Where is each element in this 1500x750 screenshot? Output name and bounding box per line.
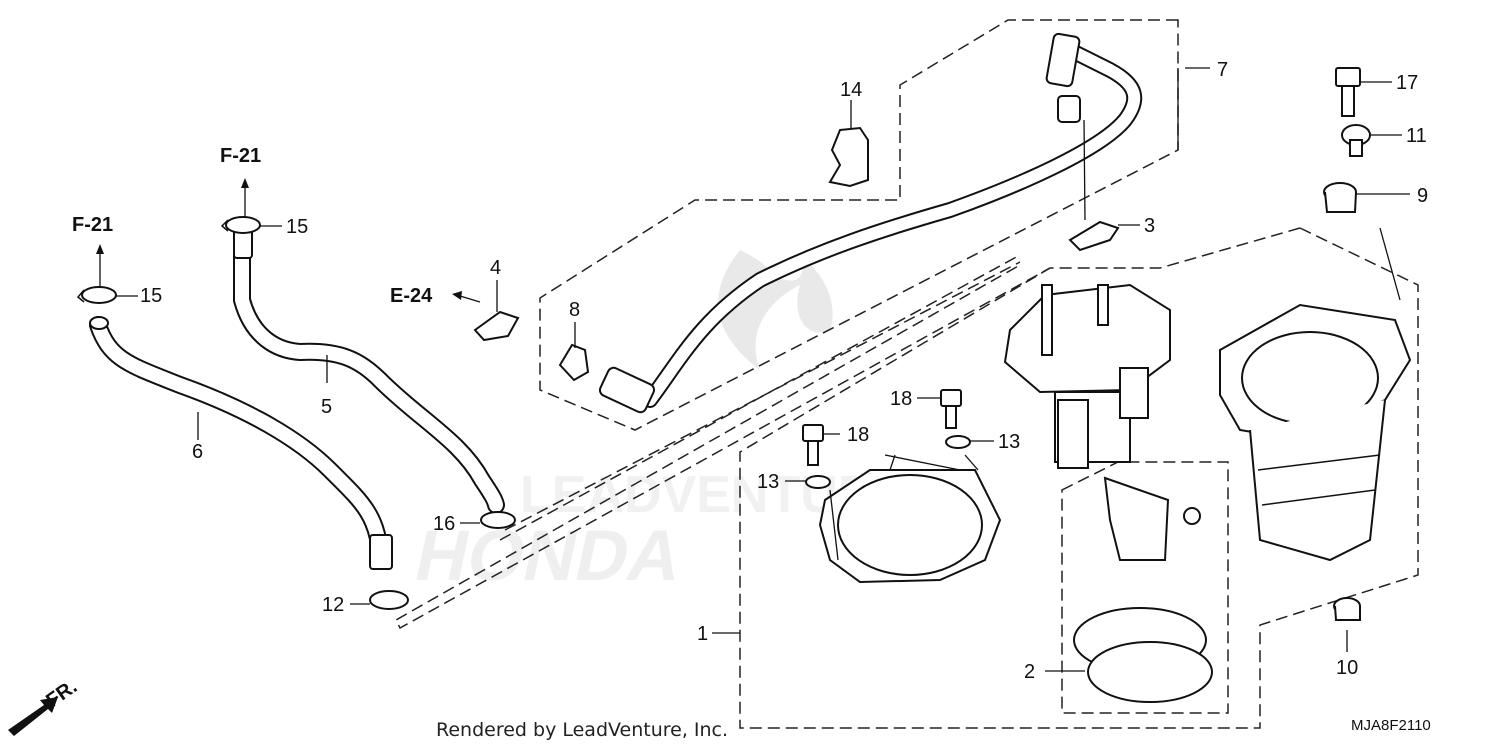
kit-group-outline xyxy=(1061,461,1229,714)
washer-13-left xyxy=(805,475,831,489)
fuel-pump-unit xyxy=(1003,283,1171,469)
callout-14: 14 xyxy=(840,79,862,101)
callout-6: 6 xyxy=(192,441,203,463)
callout-2: 2 xyxy=(1024,661,1035,683)
guide-line-16b xyxy=(504,261,1021,531)
guide-line-16 xyxy=(499,254,1021,541)
bolt-18-right xyxy=(940,389,962,429)
grommet-9 xyxy=(1323,182,1357,213)
front-direction-arrow: FR. xyxy=(8,676,81,736)
gasket xyxy=(818,469,1002,584)
group-outlines xyxy=(395,19,1419,729)
callout-5: 5 xyxy=(321,396,332,418)
callouts: 1 2 3 4 5 6 7 8 9 10 11 12 13 13 14 15 1… xyxy=(140,59,1428,683)
clamp-15-right xyxy=(220,216,261,234)
callout-15-right: 15 xyxy=(286,216,308,238)
clamp-16 xyxy=(480,511,516,529)
fuel-line-group-outline xyxy=(539,19,1179,431)
reference-labels: F-21 F-21 E-24 xyxy=(72,145,433,307)
callout-3: 3 xyxy=(1144,215,1155,237)
filter-kit xyxy=(1073,476,1213,703)
pump-group-outline-upper xyxy=(395,227,1301,630)
callout-18-right: 18 xyxy=(890,388,912,410)
callout-8: 8 xyxy=(569,299,580,321)
hose-5 xyxy=(233,223,505,514)
ref-f21-right: F-21 xyxy=(220,145,261,167)
watermark: LEADVENTURE HONDA xyxy=(408,250,910,596)
clip-14 xyxy=(828,126,869,188)
callout-9: 9 xyxy=(1417,185,1428,207)
callout-7: 7 xyxy=(1217,59,1228,81)
callout-18-left: 18 xyxy=(847,424,869,446)
diagram-code: MJA8F2110 xyxy=(1351,717,1431,734)
watermark-make: HONDA xyxy=(408,516,689,596)
callout-17: 17 xyxy=(1396,72,1418,94)
ref-f21-left: F-21 xyxy=(72,214,113,236)
bolt-17 xyxy=(1335,67,1361,117)
clip-4 xyxy=(473,310,520,342)
render-credit: Rendered by LeadVenture, Inc. xyxy=(436,719,729,741)
bolt-18-left xyxy=(802,424,824,466)
washer-13-right xyxy=(945,435,971,449)
fuel-line-7 xyxy=(598,32,1143,414)
callout-1: 1 xyxy=(697,623,708,645)
pump-group-outline xyxy=(739,227,1419,729)
callout-11: 11 xyxy=(1406,125,1427,147)
hose-6 xyxy=(89,316,393,570)
holder-8 xyxy=(558,343,590,382)
fuel-filter-canister xyxy=(1219,303,1412,562)
connector-3 xyxy=(1068,220,1120,252)
clamp-12 xyxy=(369,590,409,610)
callout-13-right: 13 xyxy=(998,431,1020,453)
leader-lines xyxy=(115,67,1410,672)
callout-16: 16 xyxy=(433,513,455,535)
washer-11 xyxy=(1341,124,1371,157)
callout-13-left: 13 xyxy=(757,471,779,493)
grommet-10 xyxy=(1333,597,1361,621)
callout-15-left: 15 xyxy=(140,285,162,307)
callout-12: 12 xyxy=(322,594,344,616)
ref-e24: E-24 xyxy=(390,285,433,307)
callout-4: 4 xyxy=(490,257,501,279)
clamp-15-left xyxy=(76,286,117,304)
callout-10: 10 xyxy=(1336,657,1358,679)
reference-arrows xyxy=(96,178,481,303)
